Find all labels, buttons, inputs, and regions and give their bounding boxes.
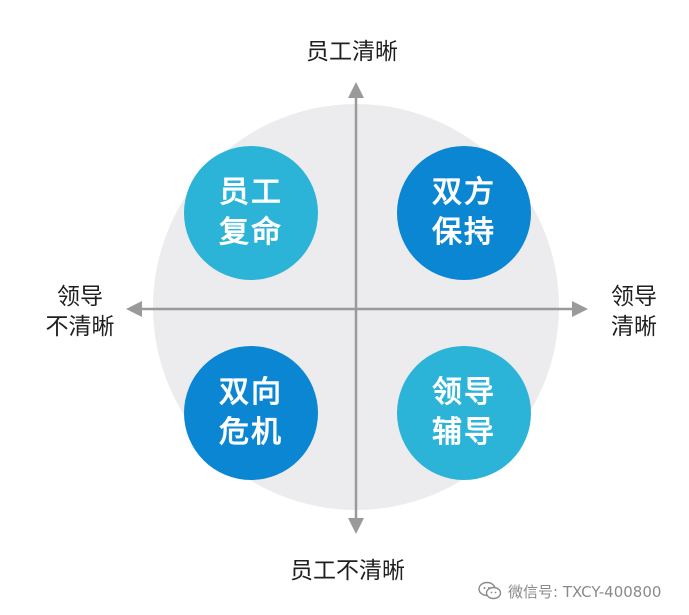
quadrant-bottom-right-line-2: 辅导 [432,415,496,450]
axis-label-left-line-2: 不清晰 [45,314,115,340]
axis-label-right-line-1: 领导 [611,284,657,310]
horizontal-axis-arrow-right [572,301,588,317]
watermark-text: 微信号: TXCY-400800 [508,582,662,601]
watermark: 微信号: TXCY-400800 [478,579,661,603]
quadrant-top-left-line-2: 复命 [219,215,283,250]
axis-label-right-line-2: 清晰 [611,314,657,340]
vertical-axis-arrow-up [348,82,364,98]
quadrant-top-right-line-2: 保持 [432,215,496,250]
quadrant-bottom-right-circle: 领导 辅导 [397,346,531,480]
quadrant-bottom-left-circle: 双向 危机 [184,346,318,480]
quadrant-bottom-left-line-2: 危机 [219,415,283,450]
quadrant-top-left-circle: 员工 复命 [184,146,318,280]
axis-label-bottom: 员工不清晰 [290,558,405,584]
axis-label-left-line-1: 领导 [57,284,103,310]
axis-label-top: 员工清晰 [306,39,398,65]
quadrant-bottom-left-line-1: 双向 [219,375,283,410]
horizontal-axis-arrow-left [126,301,142,317]
wechat-icon [478,581,502,601]
quadrant-top-right-line-1: 双方 [432,175,496,210]
vertical-axis-arrow-down [348,518,364,534]
axis-label-right: 领导 清晰 [600,282,668,342]
axis-label-left: 领导 不清晰 [32,282,128,342]
quadrant-top-left-line-1: 员工 [219,175,283,210]
quadrant-bottom-right-line-1: 领导 [432,375,496,410]
quadrant-top-right-circle: 双方 保持 [397,146,531,280]
